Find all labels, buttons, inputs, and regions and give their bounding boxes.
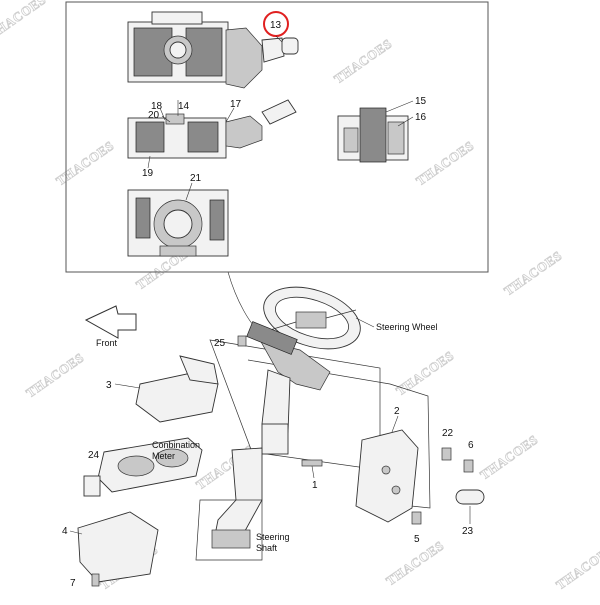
callout-20: 20	[148, 110, 160, 121]
part-24	[83, 475, 101, 497]
steering-wheel	[263, 286, 361, 350]
steering-shaft	[211, 447, 263, 549]
callout-7: 7	[70, 578, 76, 589]
watermark: THACOES	[53, 138, 117, 189]
callout-21: 21	[190, 173, 202, 184]
front-label: Front	[96, 338, 118, 348]
callout-6: 6	[468, 440, 474, 451]
bolt-6	[463, 459, 474, 473]
front-direction-arrow	[84, 305, 137, 339]
callout-15: 15	[415, 96, 427, 107]
steering-shaft-label-line2: Shaft	[256, 543, 278, 553]
callout-23: 23	[462, 526, 474, 537]
callout-2: 2	[394, 406, 400, 417]
steering-shaft-label-line1: Steering	[256, 532, 290, 542]
callout-18: 18	[151, 101, 163, 112]
callout-19: 19	[142, 168, 154, 179]
watermark: THACOES	[23, 350, 87, 401]
watermark: THACOES	[383, 538, 447, 589]
callout-5: 5	[414, 534, 420, 545]
bracket-2	[355, 429, 419, 523]
callout-1: 1	[312, 480, 318, 491]
combination-meter-label-line2: Meter	[152, 451, 175, 461]
combination-switch-side-view	[127, 99, 297, 159]
callout-24: 24	[88, 450, 100, 461]
column-cover-lower	[77, 511, 159, 583]
callout-14: 14	[178, 101, 190, 112]
column-cover-upper	[135, 355, 219, 423]
clock-spring-side-view	[337, 107, 409, 163]
screw-25	[237, 335, 247, 347]
combination-switch-top-view	[127, 11, 299, 89]
bolt-22	[441, 447, 452, 461]
steering-column	[246, 321, 331, 455]
steering-wheel-label: Steering Wheel	[376, 322, 438, 332]
watermark: THACOES	[553, 542, 600, 593]
bolt-5	[411, 511, 422, 525]
detail-inset-frame	[65, 1, 489, 273]
callout-3: 3	[106, 380, 112, 391]
grommet-23	[455, 489, 485, 505]
watermark: THACOES	[331, 36, 395, 87]
watermark: THACOES	[413, 138, 477, 189]
watermark: THACOES	[393, 348, 457, 399]
combination-meter-label-line1: Conbination	[152, 440, 200, 450]
screw-7	[91, 573, 100, 587]
callout-13: 13	[270, 20, 282, 31]
callout-22: 22	[442, 428, 454, 439]
bolt-1	[301, 459, 323, 467]
callout-17: 17	[230, 99, 242, 110]
watermark: THACOES	[501, 248, 565, 299]
clock-spring-front-view	[127, 189, 229, 257]
callout-25: 25	[214, 338, 226, 349]
callout-4: 4	[62, 526, 68, 537]
combination-meter	[97, 437, 203, 493]
watermark: THACOES	[477, 432, 541, 483]
watermark: THACOES	[0, 0, 49, 42]
callout-16: 16	[415, 112, 427, 123]
